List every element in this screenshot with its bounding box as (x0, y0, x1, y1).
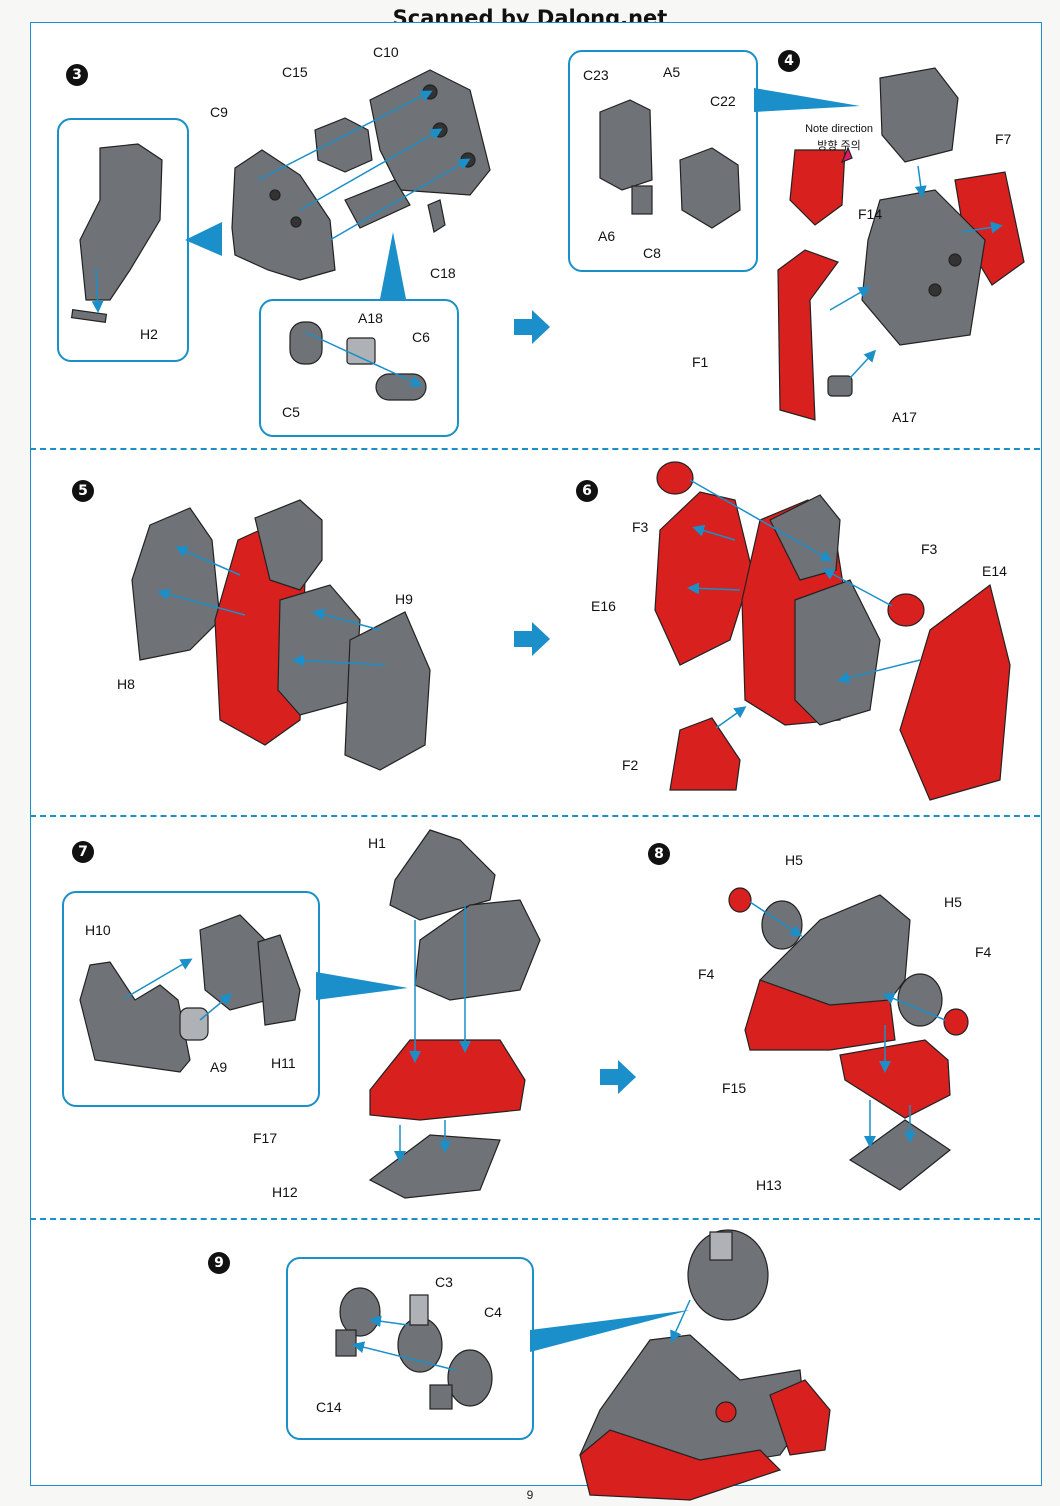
section-divider (30, 1218, 1040, 1220)
part-label-h11: H11 (271, 1055, 296, 1071)
step-3-detail-box-c5-c6 (259, 299, 459, 437)
part-label-c18: C18 (430, 265, 456, 281)
callout-pointer (530, 1310, 690, 1352)
part-label-c4: C4 (484, 1304, 502, 1320)
part-label-f7: F7 (995, 131, 1012, 147)
next-step-arrow (514, 310, 550, 344)
part-label-h2: H2 (140, 326, 158, 342)
page-number: 9 (526, 1488, 534, 1502)
step-4-marker: 4 (778, 50, 800, 72)
part-label-c14: C14 (316, 1399, 342, 1415)
step-5-guide-arrows (157, 546, 386, 667)
section-divider (30, 448, 1040, 450)
step-5-marker: 5 (72, 480, 94, 502)
step-3-marker: 3 (66, 64, 88, 86)
part-label-c8: C8 (643, 245, 661, 261)
callout-pointer (185, 222, 222, 256)
step-6-marker: 6 (576, 480, 598, 502)
step-5-parts (131, 499, 431, 771)
part-label-f4-left: F4 (698, 966, 715, 982)
next-step-arrow (600, 1060, 636, 1094)
note-direction-en: Note direction (805, 123, 873, 135)
part-label-a6: A6 (598, 228, 616, 244)
part-label-h9: H9 (395, 591, 413, 607)
step-4-guide-arrows (829, 165, 1003, 379)
callout-pointer (754, 88, 860, 112)
step-3-guide-arrows (91, 90, 471, 313)
part-label-f4-right: F4 (975, 944, 992, 960)
step-7-parts (79, 829, 541, 1199)
part-label-f3-upper: F3 (632, 519, 649, 535)
part-label-c22: C22 (710, 93, 736, 109)
part-label-a5: A5 (663, 64, 681, 80)
part-label-f1: F1 (692, 354, 709, 370)
part-label-h10: H10 (85, 922, 111, 938)
step-7-marker: 7 (72, 841, 94, 863)
note-direction-ko: 방향 주의 (817, 140, 861, 152)
step-8-marker: 8 (648, 843, 670, 865)
step-7-guide-arrows (124, 905, 471, 1163)
part-label-h5-right: H5 (944, 894, 962, 910)
part-label-e14: E14 (982, 563, 1007, 579)
part-label-a9: A9 (210, 1059, 228, 1075)
part-label-c5: C5 (282, 404, 300, 420)
part-label-a17: A17 (892, 409, 917, 425)
part-label-h8: H8 (117, 676, 135, 692)
step-9-guide-arrows (352, 1299, 691, 1371)
step-4-parts (599, 67, 1025, 421)
part-label-e16: E16 (591, 598, 616, 614)
step-6-parts (654, 461, 1011, 801)
part-label-c6: C6 (412, 329, 430, 345)
part-label-f15: F15 (722, 1080, 747, 1096)
part-label-c23: C23 (583, 67, 609, 83)
part-label-c15: C15 (282, 64, 308, 80)
part-label-h1: H1 (368, 835, 386, 851)
callout-pointer (380, 232, 406, 299)
part-label-c9: C9 (210, 104, 228, 120)
section-divider (30, 815, 1040, 817)
step-3-parts (70, 69, 491, 401)
part-label-c10: C10 (373, 44, 399, 60)
step-9-marker: 9 (208, 1252, 230, 1274)
part-label-f14: F14 (858, 206, 883, 222)
step-6-guide-arrows (687, 479, 921, 729)
part-label-c3: C3 (435, 1274, 453, 1290)
callout-pointer (316, 972, 408, 1000)
next-step-arrow (514, 622, 550, 656)
part-label-a18: A18 (358, 310, 383, 326)
step-8-guide-arrows (749, 901, 946, 1148)
part-label-h5-left: H5 (785, 852, 803, 868)
part-label-f2: F2 (622, 757, 639, 773)
step-9-parts (335, 1229, 831, 1501)
step-8-parts (728, 887, 969, 1191)
part-label-f17: F17 (253, 1130, 278, 1146)
part-label-f3-side: F3 (921, 541, 938, 557)
part-label-h13: H13 (756, 1177, 782, 1193)
part-label-h12: H12 (272, 1184, 298, 1200)
